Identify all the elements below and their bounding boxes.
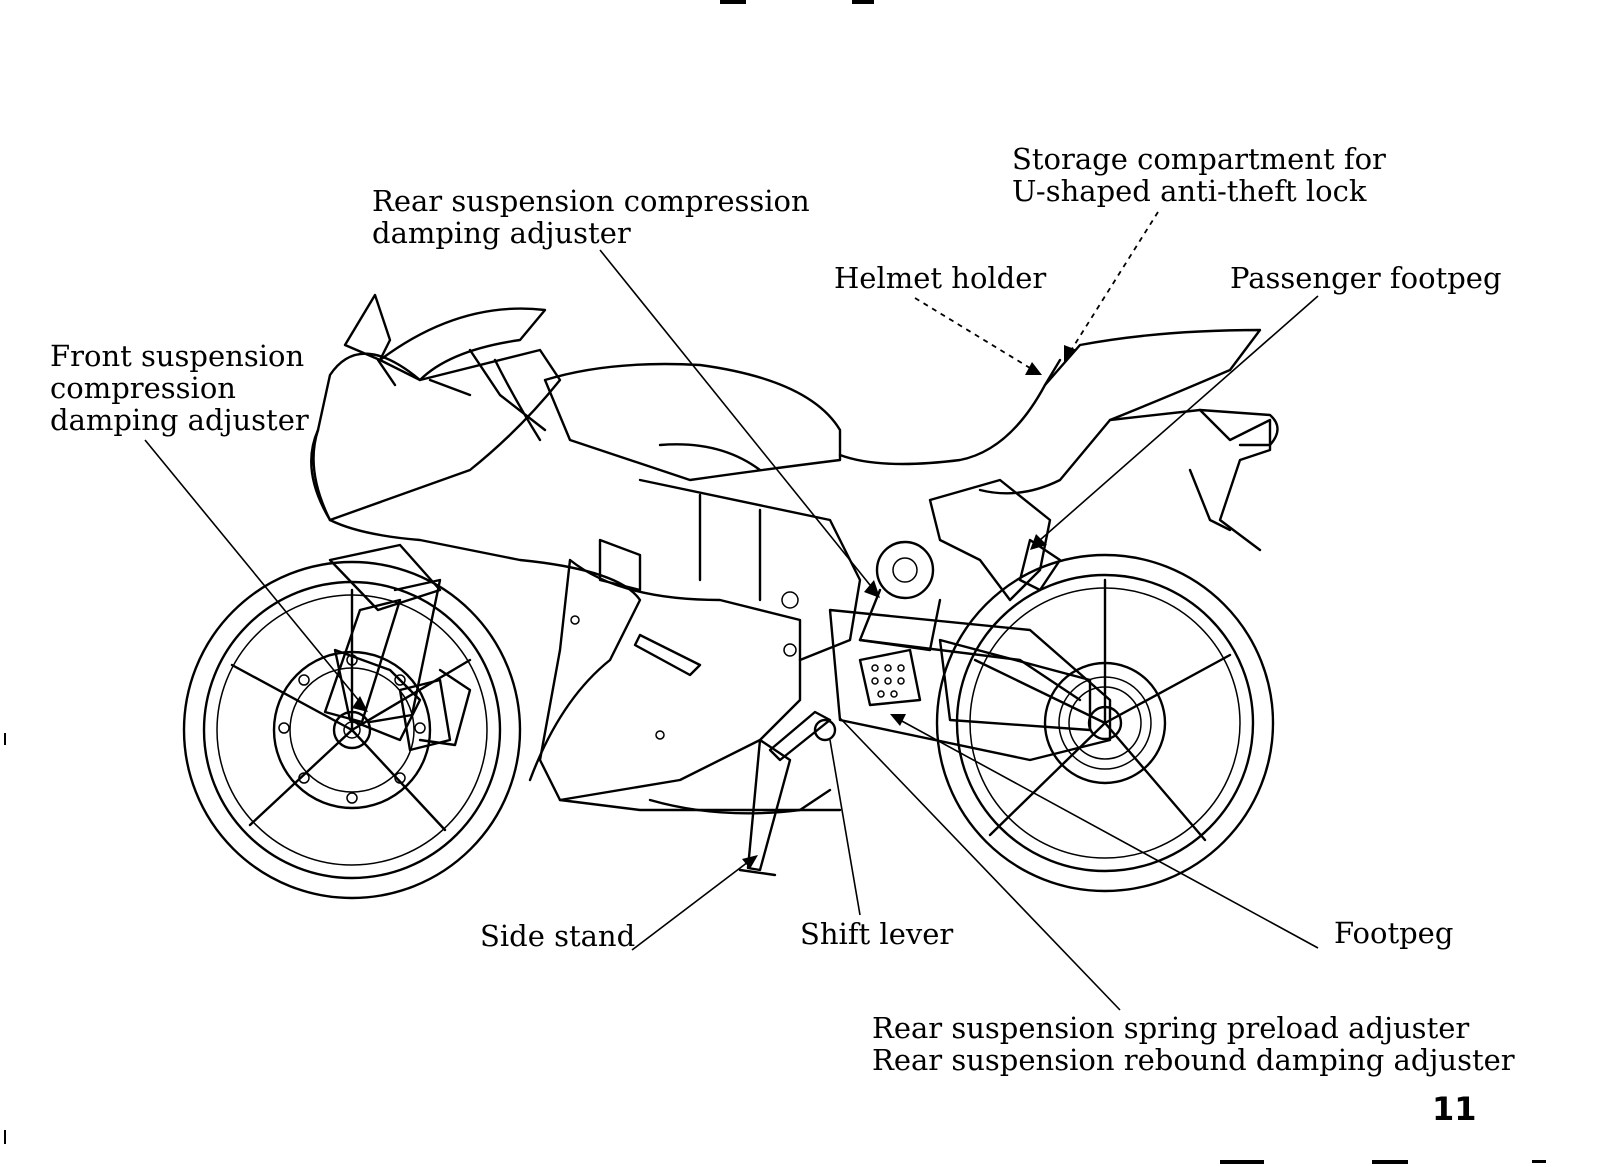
rear-suspension-adjusters-label: Rear suspension spring preload adjuster … bbox=[872, 1012, 1515, 1076]
rear-compression-label: Rear suspension compression damping adju… bbox=[372, 185, 810, 249]
storage-compartment-label-line2: U-shaped anti-theft lock bbox=[1012, 174, 1367, 208]
bodywork bbox=[310, 293, 1279, 815]
front-suspension-label: Front suspension compression damping adj… bbox=[50, 340, 309, 436]
shift-lever-label: Shift lever bbox=[800, 917, 954, 951]
side-stand-label: Side stand bbox=[480, 919, 636, 953]
front-brake-caliper bbox=[398, 678, 452, 752]
leader-lines bbox=[144, 211, 1319, 1011]
footpeg-label: Footpeg bbox=[1334, 916, 1454, 950]
rear-wheel bbox=[935, 553, 1275, 893]
storage-compartment-label-line1: Storage compartment for bbox=[1012, 142, 1386, 176]
front-suspension-label-line1: Front suspension bbox=[50, 339, 305, 373]
rear-compression-label-line1: Rear suspension compression bbox=[372, 184, 810, 218]
front-fork bbox=[323, 543, 472, 747]
page-number: 11 bbox=[1432, 1090, 1477, 1128]
shift-lever-shape bbox=[768, 710, 837, 762]
helmet-holder-label: Helmet holder bbox=[834, 261, 1047, 295]
storage-compartment-label: Storage compartment for U-shaped anti-th… bbox=[1012, 143, 1386, 207]
rear-rebound-damping-label: Rear suspension rebound damping adjuster bbox=[872, 1043, 1515, 1077]
front-suspension-label-line3: damping adjuster bbox=[50, 403, 309, 437]
swingarm bbox=[828, 478, 1142, 762]
front-suspension-label-line2: compression bbox=[50, 371, 236, 405]
passenger-footpeg-label: Passenger footpeg bbox=[1230, 261, 1502, 295]
rear-compression-label-line2: damping adjuster bbox=[372, 216, 631, 250]
side-stand-shape bbox=[738, 738, 792, 877]
front-wheel bbox=[182, 560, 522, 900]
rear-spring-preload-label: Rear suspension spring preload adjuster bbox=[872, 1011, 1470, 1045]
